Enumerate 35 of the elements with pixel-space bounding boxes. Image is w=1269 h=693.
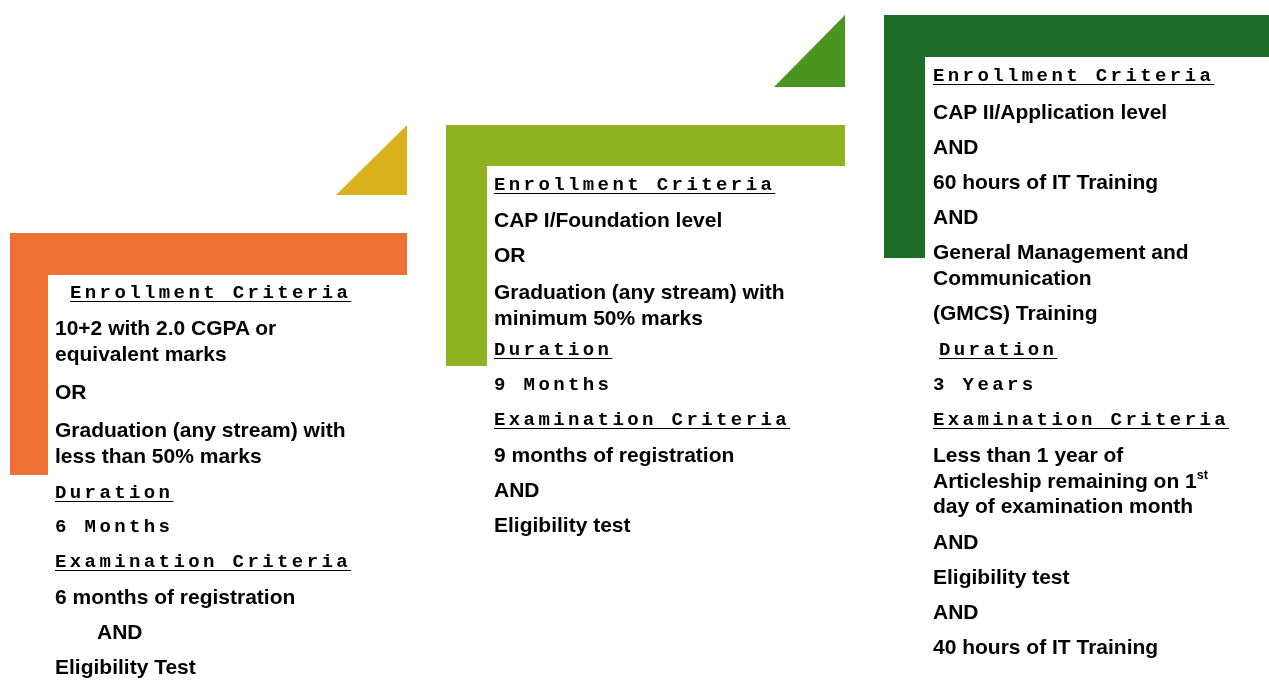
- section-heading: Duration: [494, 338, 613, 362]
- criteria-text: CAP I/Foundation level: [494, 207, 724, 233]
- criteria-text: (GMCS) Training: [933, 300, 1099, 326]
- section-heading: Duration: [55, 481, 174, 505]
- criteria-text: AND: [933, 204, 980, 230]
- criteria-text: OR: [55, 379, 88, 405]
- criteria-text: Less than 1 year of Articleship remaining on 1$^{st}$ day of examination month: [933, 442, 1209, 518]
- criteria-text: Graduation (any stream) with minimum 50% marks: [494, 279, 786, 330]
- criteria-text: 40 hours of IT Training: [933, 634, 1160, 660]
- criteria-text: OR: [494, 242, 527, 268]
- section-heading: Duration: [939, 338, 1058, 362]
- criteria-text: General Management and Communication: [933, 239, 1190, 290]
- criteria-text: AND: [97, 619, 144, 645]
- criteria-text: 9 months of registration: [494, 442, 736, 468]
- criteria-text: Graduation (any stream) with less than 50% marks: [55, 417, 347, 468]
- section-heading: Enrollment Criteria: [70, 281, 352, 305]
- duration-value: 6 Months: [55, 515, 174, 539]
- duration-value: 3 Years: [933, 373, 1037, 397]
- criteria-text: 10+2 with 2.0 CGPA or equivalent marks: [55, 315, 278, 366]
- criteria-text: Eligibility test: [494, 512, 632, 538]
- section-heading: Examination Criteria: [933, 408, 1230, 432]
- criteria-text: Eligibility Test: [55, 654, 197, 680]
- criteria-text: AND: [494, 477, 541, 503]
- criteria-text: AND: [933, 599, 980, 625]
- criteria-text: 6 months of registration: [55, 584, 297, 610]
- criteria-text: Eligibility test: [933, 564, 1071, 590]
- criteria-text: 60 hours of IT Training: [933, 169, 1160, 195]
- section-heading: Examination Criteria: [55, 550, 352, 574]
- section-heading: Enrollment Criteria: [933, 64, 1215, 88]
- section-heading: Enrollment Criteria: [494, 173, 776, 197]
- criteria-text: AND: [933, 529, 980, 555]
- criteria-text: AND: [933, 134, 980, 160]
- duration-value: 9 Months: [494, 373, 613, 397]
- section-heading: Examination Criteria: [494, 408, 791, 432]
- criteria-text: CAP II/Application level: [933, 99, 1169, 125]
